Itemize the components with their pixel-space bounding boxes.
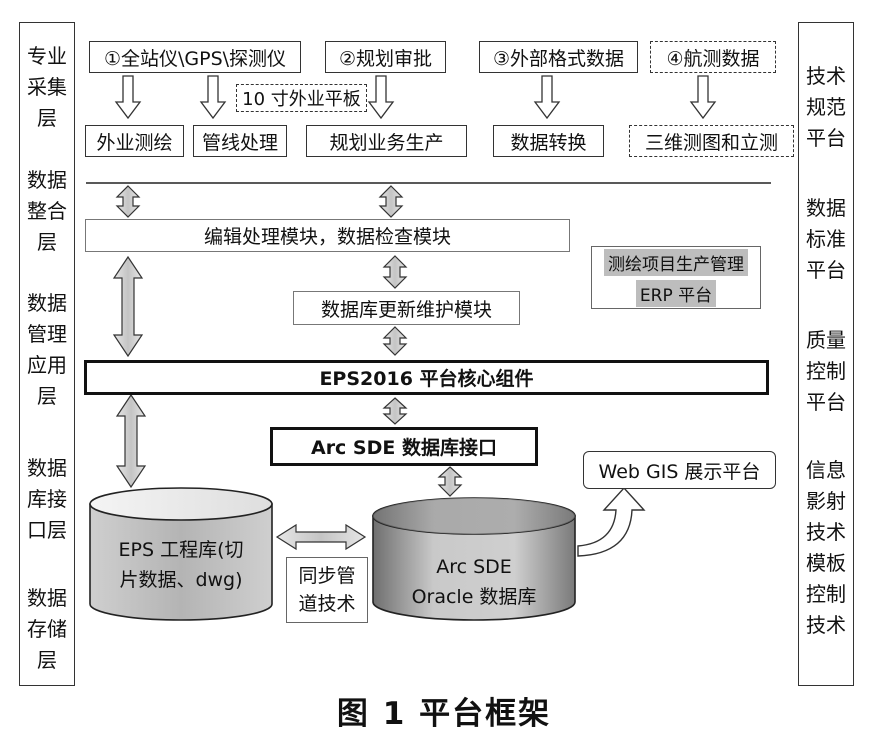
platform-tech-spec: 技术 规范 平台: [806, 64, 846, 150]
layer-management: 数据 管理 应用 层: [27, 291, 67, 408]
eps-project-database: [89, 487, 273, 621]
webgis-platform: Web GIS 展示平台: [583, 451, 776, 489]
oracle-database: [372, 497, 576, 621]
down-arrow-icon: [199, 75, 227, 120]
sync-double-arrow-icon: [275, 523, 367, 551]
output-3d-mapping: 三维测图和立测: [629, 125, 794, 157]
eps-db-label: EPS 工程库(切 片数据、dwg): [118, 539, 244, 591]
db-update-module: 数据库更新维护模块: [293, 291, 520, 325]
erp-label-line1: 测绘项目生产管理: [604, 248, 748, 276]
curved-arrow-icon: [577, 486, 646, 557]
edit-check-module: 编辑处理模块，数据检查模块: [85, 219, 570, 252]
source-aerial-survey: ④航测数据: [650, 41, 776, 73]
down-arrow-icon: [114, 75, 142, 120]
output-field-survey: 外业测绘: [85, 125, 184, 157]
double-arrow-icon: [378, 185, 404, 218]
layer-collection: 专业 采集 层: [27, 44, 67, 130]
double-arrow-icon: [382, 397, 408, 425]
right-platform-column: 技术 规范 平台 数据 标准 平台 质量 控制 平台 信息 影射 技术 模板 控…: [798, 22, 854, 686]
double-arrow-icon: [437, 466, 463, 497]
down-arrow-icon: [533, 75, 561, 120]
sync-pipeline-label: 同步管 道技术: [286, 557, 368, 623]
double-arrow-icon: [112, 255, 144, 358]
output-pipeline: 管线处理: [193, 125, 287, 157]
erp-label-line2: ERP 平台: [635, 279, 717, 307]
oracle-db-label: Arc SDE Oracle 数据库: [411, 556, 537, 608]
platform-data-standard: 数据 标准 平台: [806, 196, 846, 282]
source-planning-approval: ②规划审批: [325, 41, 446, 73]
left-layer-column: 专业 采集 层 数据 整合 层 数据 管理 应用 层 数据 库接 口层 数据 存…: [19, 22, 75, 686]
tablet-label: 10 寸外业平板: [236, 84, 367, 112]
platform-mapping-template: 信息 影射 技术 模板 控制 技术: [806, 458, 846, 637]
source-total-station: ①全站仪\GPS\探测仪: [89, 41, 301, 73]
figure-caption: 图 1 平台框架: [336, 696, 552, 732]
down-arrow-icon: [367, 75, 395, 120]
layer-storage: 数据 存储 层: [27, 586, 67, 672]
output-planning-production: 规划业务生产: [306, 125, 467, 157]
double-arrow-icon: [115, 185, 141, 218]
erp-platform: 测绘项目生产管理 ERP 平台: [591, 246, 761, 309]
platform-quality-control: 质量 控制 平台: [806, 328, 846, 414]
down-arrow-icon: [689, 75, 717, 120]
output-data-conversion: 数据转换: [493, 125, 604, 157]
layer-interface: 数据 库接 口层: [27, 456, 67, 542]
double-arrow-icon: [115, 393, 147, 489]
double-arrow-icon: [382, 326, 408, 356]
source-external-format: ③外部格式数据: [479, 41, 638, 73]
double-arrow-icon: [382, 255, 408, 289]
arcsde-interface: Arc SDE 数据库接口: [270, 427, 538, 466]
layer-integration: 数据 整合 层: [27, 168, 67, 254]
eps-core-component: EPS2016 平台核心组件: [84, 360, 769, 395]
